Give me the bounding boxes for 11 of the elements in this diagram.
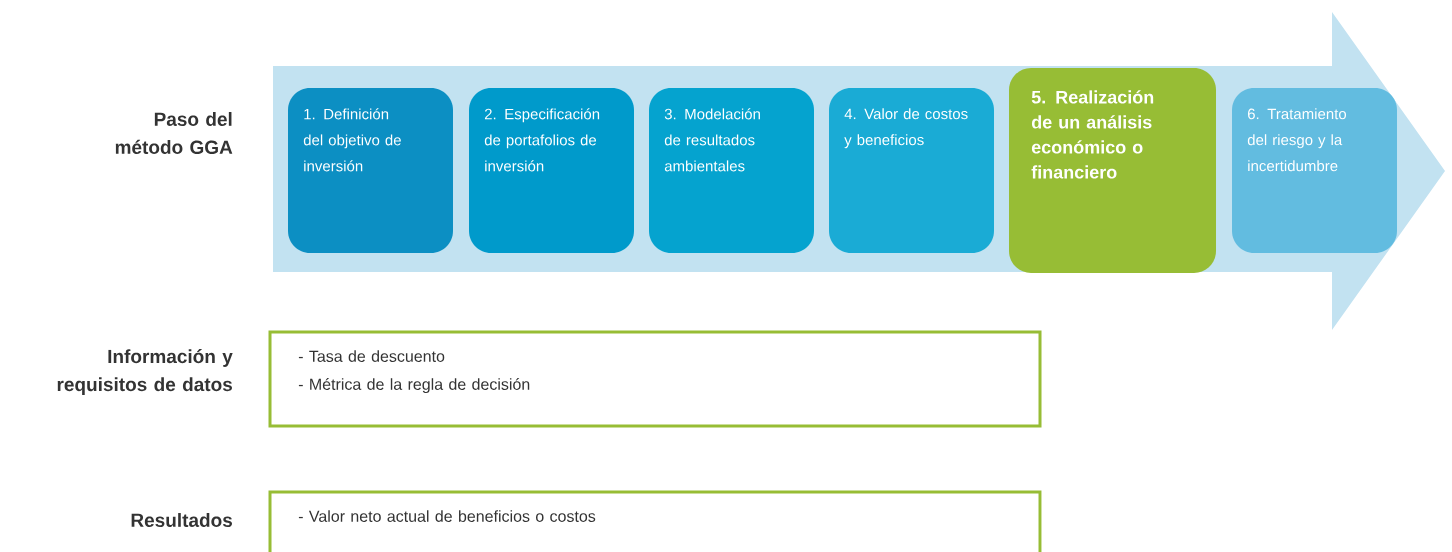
step-box: 1. Definición del objetivo de inversión: [288, 88, 453, 253]
step-box: 5. Realización de un análisis económico o financiero: [1009, 68, 1216, 273]
step-box: 6. Tratamiento del riesgo y la incertidumbre: [1232, 88, 1397, 253]
row-heading: Información y requisitos de datos: [57, 349, 233, 395]
info-box: - Valor neto actual de beneficios o costos: [268, 490, 1042, 552]
step-box: 4. Valor de costos y beneficios: [829, 88, 994, 253]
step-box: 2. Especificación de portafolios de inversión: [469, 88, 634, 253]
row-heading: Paso del método GGA: [115, 112, 233, 154]
row-heading: Resultados: [131, 513, 232, 527]
step-box: 3. Modelación de resultados ambientales: [649, 88, 814, 253]
info-box: - Tasa de descuento - Métrica de la regla de decisión: [268, 330, 1042, 428]
